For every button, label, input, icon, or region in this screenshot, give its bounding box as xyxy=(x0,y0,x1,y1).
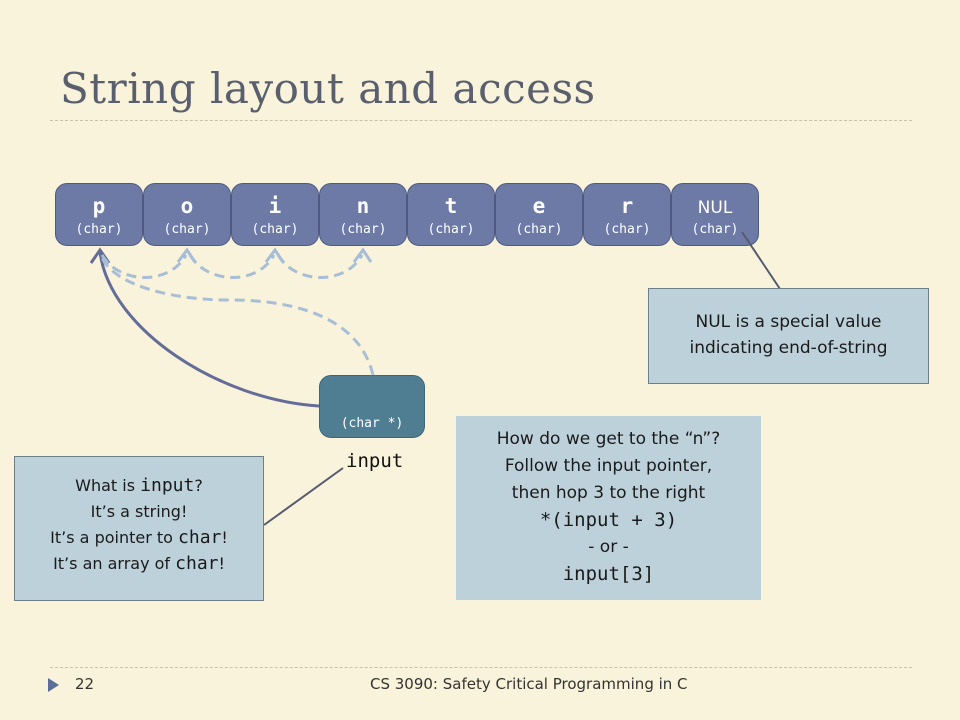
what-line1-end: ? xyxy=(194,476,203,495)
what-line3: It’s a pointer to char! xyxy=(15,525,263,551)
what-line3-text: It’s a pointer to xyxy=(50,528,179,547)
footer-divider xyxy=(50,667,912,668)
cell-char: p xyxy=(92,194,106,218)
what-line1: What is input? xyxy=(15,473,263,499)
char-cell-n: n (char) xyxy=(319,183,407,246)
what-line3-end: ! xyxy=(221,528,228,547)
nul-note: NUL is a special value indicating end-of… xyxy=(648,288,929,384)
how-to-get-n-note: How do we get to the “n”? Follow the inp… xyxy=(456,416,761,600)
course-name: CS 3090: Safety Critical Programming in … xyxy=(370,675,688,693)
cell-char: n xyxy=(356,194,370,218)
page-title: String layout and access xyxy=(60,64,596,113)
how-code1: *(input + 3) xyxy=(539,509,678,531)
what-line4: It’s an array of char! xyxy=(15,551,263,577)
char-cell-p: p (char) xyxy=(55,183,143,246)
cell-char: NUL xyxy=(697,198,733,218)
char-cell-i: i (char) xyxy=(231,183,319,246)
hop-arrowhead-1 xyxy=(176,247,197,263)
nul-note-line2: indicating end-of-string xyxy=(689,338,888,358)
pointer-arrow xyxy=(98,251,320,408)
how-code2: input[3] xyxy=(562,563,655,585)
cell-type: (char) xyxy=(163,222,211,237)
cell-char: e xyxy=(532,194,546,218)
char-cell-e: e (char) xyxy=(495,183,583,246)
cell-type: (char) xyxy=(691,222,739,237)
cell-char: t xyxy=(444,194,458,218)
cell-char: o xyxy=(180,194,194,218)
how-line3: then hop 3 to the right xyxy=(511,483,706,503)
cell-char: r xyxy=(620,194,634,218)
char-cell-r: r (char) xyxy=(583,183,671,246)
title-divider xyxy=(50,120,912,121)
cell-type: (char) xyxy=(515,222,563,237)
what-is-input-note: What is input? It’s a string! It’s a poi… xyxy=(14,456,264,601)
how-line1: How do we get to the “n”? xyxy=(496,429,721,449)
dashed-path-to-n xyxy=(100,256,375,376)
what-line3-code: char xyxy=(178,527,222,548)
what-line4-end: ! xyxy=(218,554,225,573)
how-line2: Follow the input pointer, xyxy=(504,456,713,476)
hop-arrowhead-3 xyxy=(352,247,373,263)
what-line4-text: It’s an array of xyxy=(53,554,176,573)
nul-note-line1: NUL is a special value xyxy=(695,312,882,332)
hop-arc-1 xyxy=(100,254,188,279)
what-line2: It’s a string! xyxy=(90,502,188,521)
char-cell-t: t (char) xyxy=(407,183,495,246)
hop-arrowhead-2 xyxy=(264,247,285,263)
cell-type: (char) xyxy=(251,222,299,237)
cell-type: (char) xyxy=(603,222,651,237)
hop-arc-3 xyxy=(276,254,364,279)
what-line4-code: char xyxy=(175,553,219,574)
cell-char: i xyxy=(268,194,282,218)
pointer-box: (char *) xyxy=(319,375,425,438)
what-line1-code: input xyxy=(140,475,195,496)
pointer-type: (char *) xyxy=(340,416,404,431)
char-cell-o: o (char) xyxy=(143,183,231,246)
footer-triangle-icon xyxy=(48,678,59,692)
how-or: - or - xyxy=(588,537,629,557)
cell-type: (char) xyxy=(75,222,123,237)
page-number: 22 xyxy=(75,675,95,693)
pointer-label: input xyxy=(346,450,404,472)
input-callout-line xyxy=(263,467,344,526)
cell-type: (char) xyxy=(427,222,475,237)
what-line1-text: What is xyxy=(75,476,141,495)
hop-arc-2 xyxy=(188,254,276,279)
nul-callout-line xyxy=(741,231,783,293)
cell-type: (char) xyxy=(339,222,387,237)
